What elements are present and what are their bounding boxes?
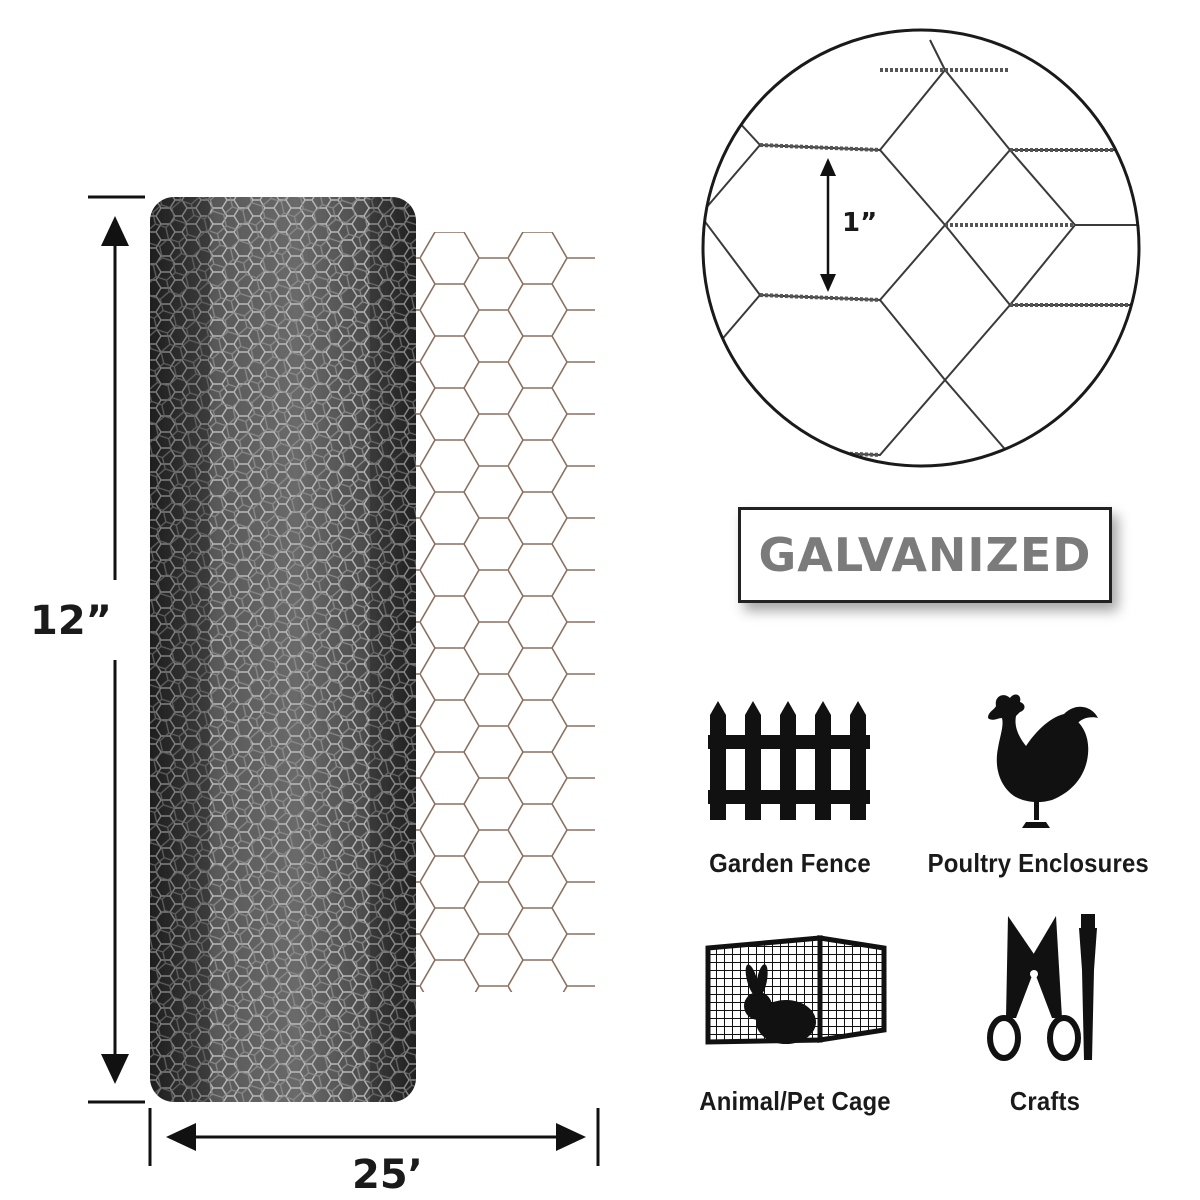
galvanized-text: GALVANIZED [758,528,1092,582]
use-label-crafts: Crafts [1009,1086,1081,1116]
scissors-brush-icon [987,914,1097,1061]
use-label-animal-pet-cage: Animal/Pet Cage [699,1086,891,1116]
length-label: 25’ [352,1152,423,1198]
galvanized-badge: GALVANIZED [738,507,1112,603]
mesh-size-label: 1” [842,208,878,238]
pet-cage-icon [705,935,887,1045]
height-dimension [88,195,145,1104]
chicken-icon [988,694,1098,828]
unrolled-mesh [410,232,595,992]
garden-fence-icon [708,701,870,820]
height-label: 12” [30,598,112,644]
use-label-poultry-enclosures: Poultry Enclosures [927,848,1149,878]
mesh-closeup [701,28,1141,468]
length-dimension [148,1108,600,1166]
use-label-garden-fence: Garden Fence [709,848,871,878]
mesh-roll [150,197,416,1102]
